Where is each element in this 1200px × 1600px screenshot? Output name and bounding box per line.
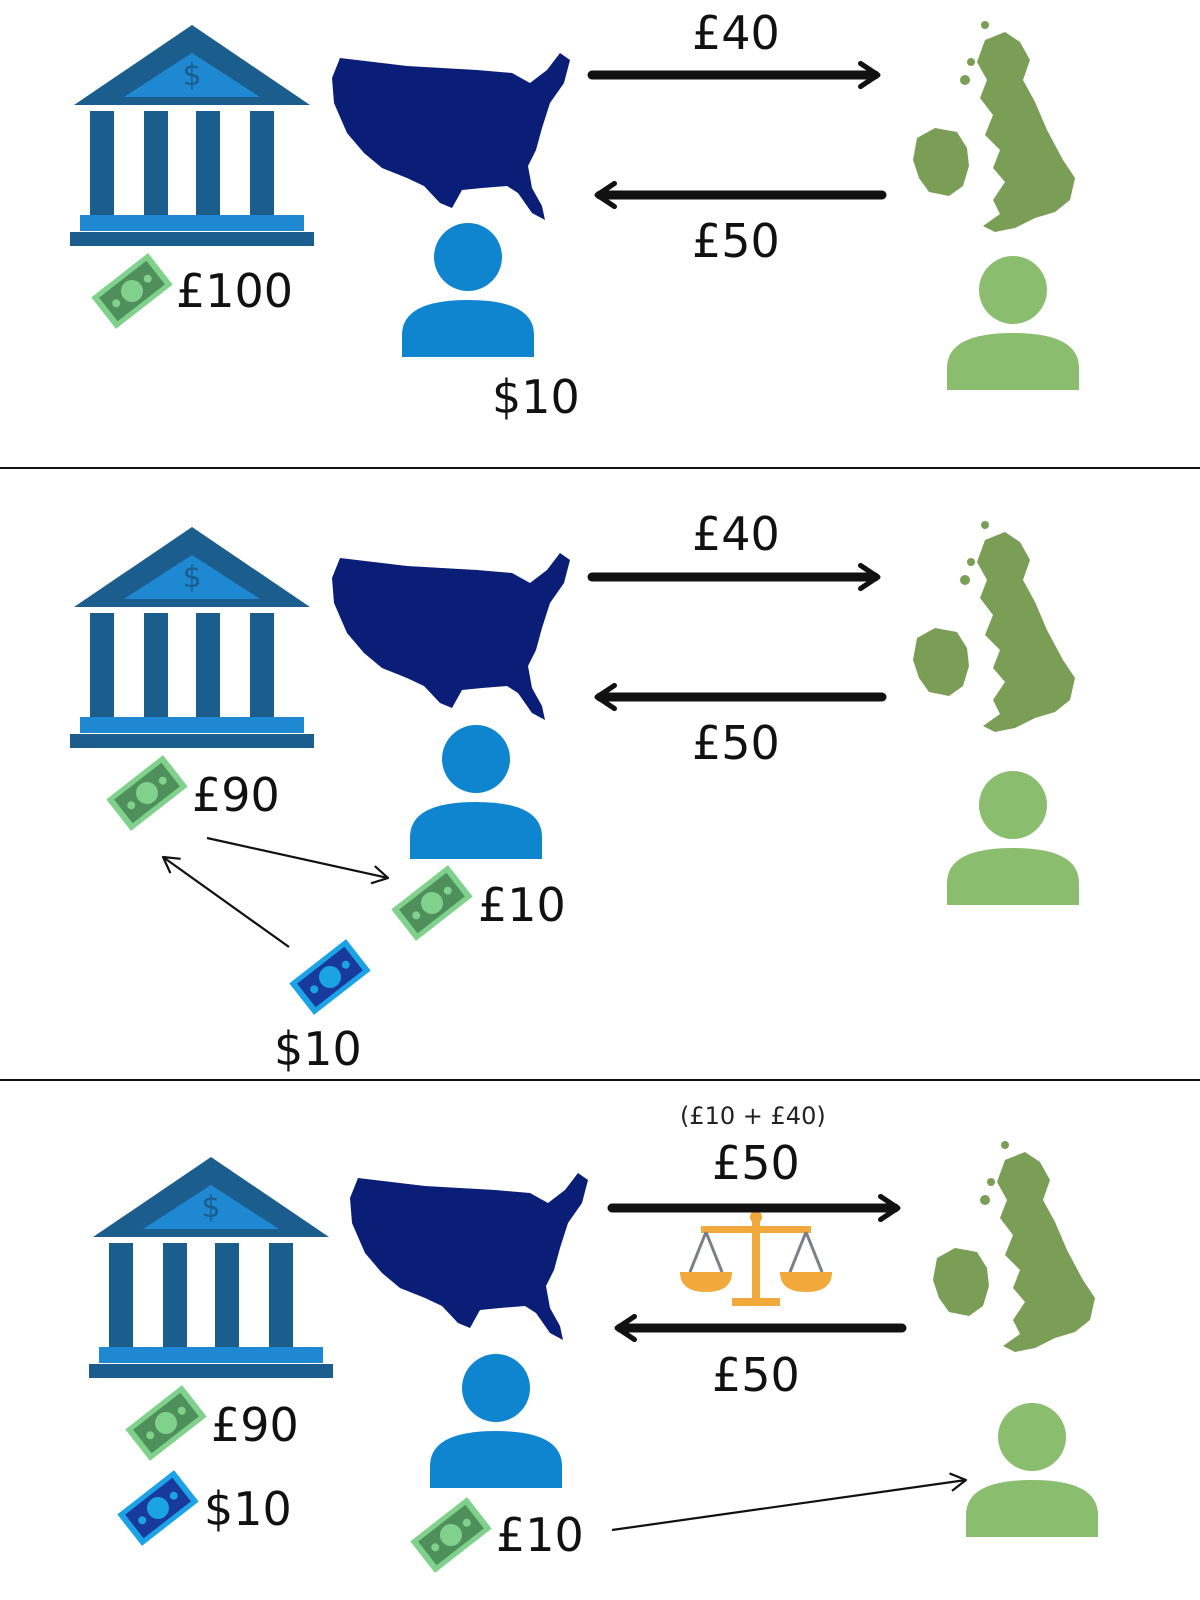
banknote-icon bbox=[391, 865, 473, 941]
person-icon bbox=[947, 256, 1079, 390]
banknote-icon bbox=[125, 1385, 207, 1461]
usa-map-icon bbox=[350, 1173, 588, 1340]
bank-icon bbox=[89, 1157, 333, 1378]
bank-icon bbox=[70, 527, 314, 748]
bank-icon bbox=[70, 25, 314, 246]
scale-icon bbox=[678, 1209, 834, 1308]
arrow-icon bbox=[161, 855, 290, 948]
person-icon bbox=[947, 771, 1079, 905]
panel-2 bbox=[70, 521, 1079, 1015]
banknote-icon bbox=[289, 939, 371, 1015]
uk-map-icon bbox=[933, 1141, 1095, 1352]
panel-1 bbox=[70, 21, 1079, 390]
usa-map-icon bbox=[332, 53, 570, 220]
usa-map-icon bbox=[332, 553, 570, 720]
banknote-icon bbox=[117, 1470, 199, 1546]
uk-map-icon bbox=[913, 21, 1075, 232]
panel-3 bbox=[89, 1141, 1098, 1573]
uk-map-icon bbox=[913, 521, 1075, 732]
arrow-icon bbox=[206, 836, 390, 885]
person-icon bbox=[410, 725, 542, 859]
banknote-icon bbox=[410, 1497, 492, 1573]
person-icon bbox=[430, 1354, 562, 1488]
arrow-icon bbox=[611, 1472, 968, 1532]
person-icon bbox=[402, 223, 534, 357]
person-icon bbox=[966, 1403, 1098, 1537]
banknote-icon bbox=[106, 755, 188, 831]
banknote-icon bbox=[91, 253, 173, 329]
